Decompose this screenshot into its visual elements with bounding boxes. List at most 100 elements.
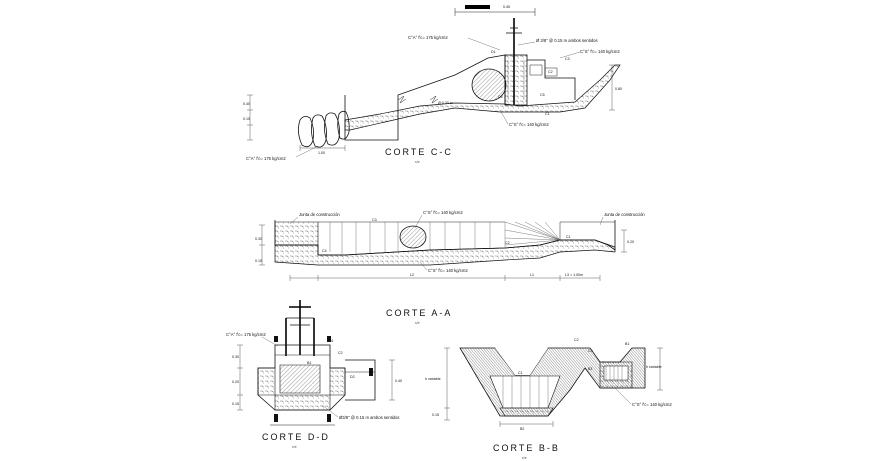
aa-dim-l3: L3 = 1.00m [565,273,583,277]
bb-dim-a: 0.15 [432,413,439,417]
aa-code-c3: C3 [372,218,377,222]
cc-code-c2: C2 [548,70,553,74]
dd-code-b1: B1 [307,361,311,365]
section-aa: Junta de construcción Junta de construcc… [255,210,645,325]
dd-right-dims: 0.40 [389,359,402,401]
aa-title: CORTE A-A [386,308,452,318]
dd-left-dims: 0.30 0.20 0.15 [232,344,243,411]
cc-dim-b: 0.15 [243,117,250,121]
aa-code-c1: C1 [566,235,571,239]
cc-code-c3: C3 [565,57,570,61]
aa-conc-bottom: C°S° f'c= 140 kg/cm2 [428,268,468,273]
dd-right-fill [329,367,346,396]
cc-left-conc-note: C°A° f'c= 175 kg/cm2 [246,156,286,161]
cc-dim-len: 1.00 [318,151,325,155]
aa-boulder [399,225,427,249]
cc-dim-a: 0.40 [243,102,250,106]
dd-top-conc: C°A° f'c= 175 kg/cm2 [226,332,266,337]
cc-code-c1: C1 [545,112,550,116]
aa-dim-right: 0.20 [627,240,634,244]
bb-code-c1: C1 [518,371,523,375]
dd-code-d2: D2 [350,375,355,379]
aa-dim-left-b: 0.15 [255,259,262,263]
bb-code-c2: C2 [574,338,579,342]
dd-code-d1: D1 [329,339,334,343]
bb-h-variable-left: h variable [425,377,441,381]
aa-floor-slab [274,239,616,266]
dd-mark-right [327,414,331,422]
section-cc: 0.45 Ø 3/8" @ 0.15 [243,5,622,164]
bb-bottom-dims [499,421,554,427]
cc-bottom-dim: 1.00 [299,145,346,155]
dim-bar-label: 0.45 [503,5,510,9]
cc-pipe-note: Ø 0.20 m [438,101,453,105]
bb-code-c3: C3 [588,349,593,353]
bb-code-b3: B3 [588,367,592,371]
dd-core-fill [279,364,321,394]
bb-right-dims: h variable [646,347,663,391]
cc-scale: s/e [415,160,420,164]
dd-rebar: Ø3/8" @ 0.15 m ambos sentidos [339,415,399,420]
bb-left-dims: h variable 0.15 [425,347,450,421]
bb-title: CORTE B-B [493,443,560,453]
bb-basin-lines [605,366,623,380]
cc-gate-box [504,54,528,106]
dd-code-c2: C2 [338,351,343,355]
bb-panels [502,376,549,408]
dd-gate-frame [285,300,315,356]
aa-bottom-dims: L2 L1 L3 = 1.00m [289,273,601,281]
dd-dim-d: 0.40 [395,379,402,383]
dd-dim-a: 0.30 [232,355,239,359]
dd-left-fill [257,367,276,396]
aa-joint-right: Junta de construcción [604,212,645,217]
cc-code-c5: C5 [540,93,545,97]
aa-dim-l2: L2 [410,273,414,277]
cc-rebar-note: Ø 3/8" @ 0.15 m ambos sentidos [536,38,598,43]
aa-code-c2: C2 [505,241,510,245]
cc-break-mark-2 [429,95,439,104]
cc-floor-slab [344,64,621,131]
cc-left-dims: 0.40 0.15 [243,94,253,141]
dd-base-fill [274,394,331,411]
aa-scale: s/e [415,321,420,325]
section-bb: C2 C3 C1 B3 B1 B2 C°S° f'c= 140 kg/cm2 h… [425,338,672,460]
cc-code-d1: D1 [491,50,496,54]
aa-dim-left-a: 0.30 [255,237,262,241]
cc-right-conc-note: C°S° f'c= 140 kg/cm2 [580,49,620,54]
aa-right-dims: 0.20 [621,229,634,253]
cc-top-conc-note: C°A° f'c= 175 kg/cm2 [408,35,448,40]
bb-base [499,407,554,417]
dd-scale: s/e [292,445,297,449]
aa-code-c4: C4 [322,249,327,253]
dd-mark-left [274,414,278,422]
cc-right-channel [527,59,576,100]
bb-code-b1: B1 [625,342,629,346]
aa-left-cap [274,221,319,246]
bb-channel-inner [495,348,548,375]
dd-outlet [345,359,376,401]
cc-box-c2 [544,67,558,77]
top-dimension-bar: 0.45 [454,5,536,16]
bb-conc: C°S° f'c= 140 kg/cm2 [632,402,672,407]
cc-break-mark [397,95,407,104]
aa-conc-top: C°S° f'c= 140 kg/cm2 [423,210,463,215]
aa-joint-left: Junta de construcción [299,212,340,217]
bb-h-variable-right: h variable [646,365,662,369]
aa-dim-l1: L1 [530,273,534,277]
cc-left-wall [344,54,506,141]
bb-scale: s/e [522,456,527,460]
section-dd: C°A° f'c= 175 kg/cm2 Ø3/8" @ 0.15 m ambo… [226,300,402,449]
aa-left-dims: 0.30 0.15 [255,224,265,266]
cc-stones [298,110,350,148]
bb-code-b2: B2 [520,427,524,431]
cc-right-dims: 0.80 [609,64,622,111]
dd-dim-b: 0.20 [232,380,239,384]
aa-wall-panels [318,221,506,254]
cc-code-c4: C4 [498,95,503,99]
dd-title: CORTE D-D [262,432,330,442]
cc-title: CORTE C-C [385,147,453,157]
aa-fan [504,221,561,246]
cc-dim-c: 0.80 [615,87,622,91]
cc-bottom-conc-note: C°S° f'c= 140 kg/cm2 [509,122,549,127]
